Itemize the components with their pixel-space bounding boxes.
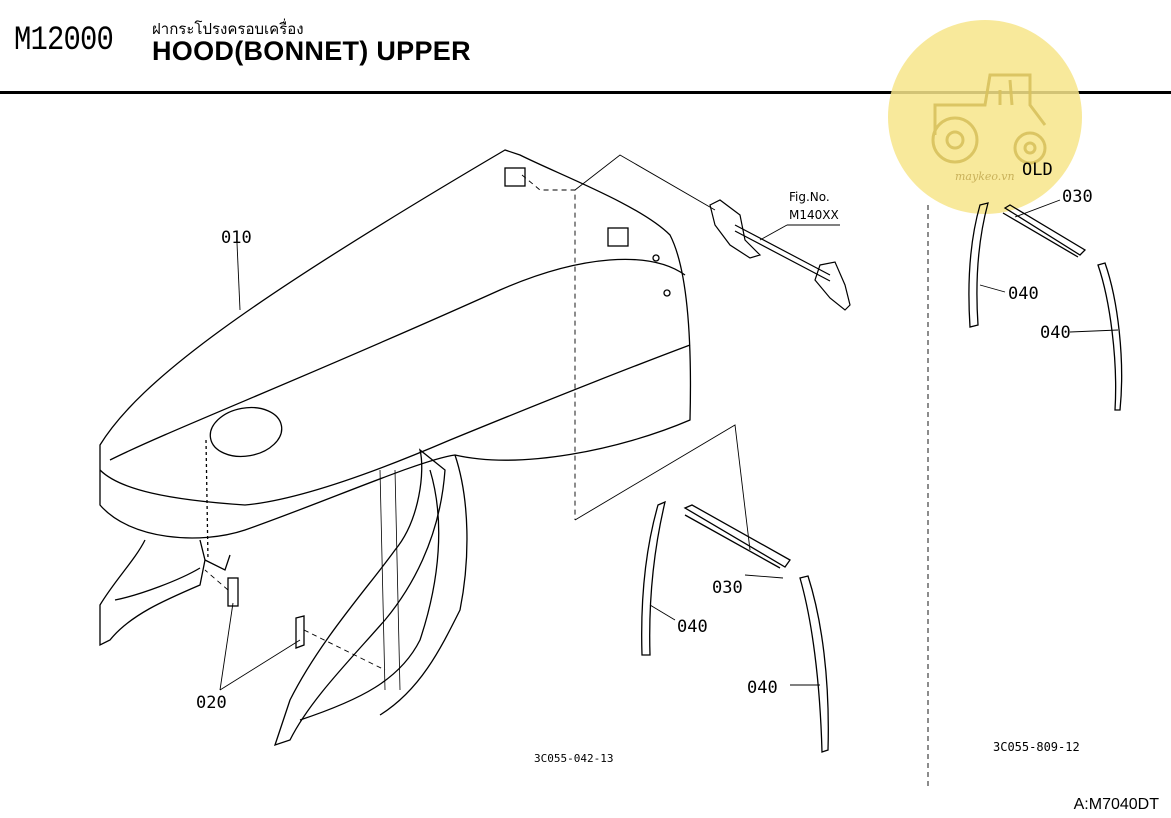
part-label-040-a: 040 <box>677 617 708 637</box>
part-label-010: 010 <box>221 228 252 248</box>
part-labels: 010 020 030 040 040 Fig.No. M140XX 3C055… <box>196 160 1093 765</box>
fig-ref-label: Fig.No. <box>789 190 830 204</box>
header-rule <box>0 91 1171 94</box>
tractor-icon <box>931 73 1047 165</box>
seal-strips-main <box>641 500 829 753</box>
callout-lines <box>219 154 1119 691</box>
footer-model-code: A:M7040DT <box>1073 796 1159 813</box>
hood-body <box>99 149 692 747</box>
old-part-label-040-b: 040 <box>1040 323 1071 343</box>
seal-strips-old <box>968 202 1123 411</box>
drawing-code-old: 3C055-809-12 <box>993 740 1080 754</box>
watermark-logo: maykeo.vn <box>888 20 1082 214</box>
old-part-label-040-a: 040 <box>1008 284 1039 304</box>
fig-ref-code: M140XX <box>789 208 839 222</box>
section-code: M12000 <box>14 22 114 60</box>
old-part-label-030: 030 <box>1062 187 1093 207</box>
leader-lines <box>204 174 929 790</box>
support-rod <box>709 199 851 311</box>
part-label-020: 020 <box>196 693 227 713</box>
old-panel-title: OLD <box>1022 160 1053 180</box>
watermark-text: maykeo.vn <box>955 170 1015 183</box>
part-label-030: 030 <box>712 578 743 598</box>
page-title-thai: ฝากระโปรงครอบเครื่อง <box>152 20 304 38</box>
page-title: HOOD(BONNET) UPPER <box>152 36 471 66</box>
part-label-040-b: 040 <box>747 678 778 698</box>
drawing-code-main: 3C055-042-13 <box>534 752 613 765</box>
